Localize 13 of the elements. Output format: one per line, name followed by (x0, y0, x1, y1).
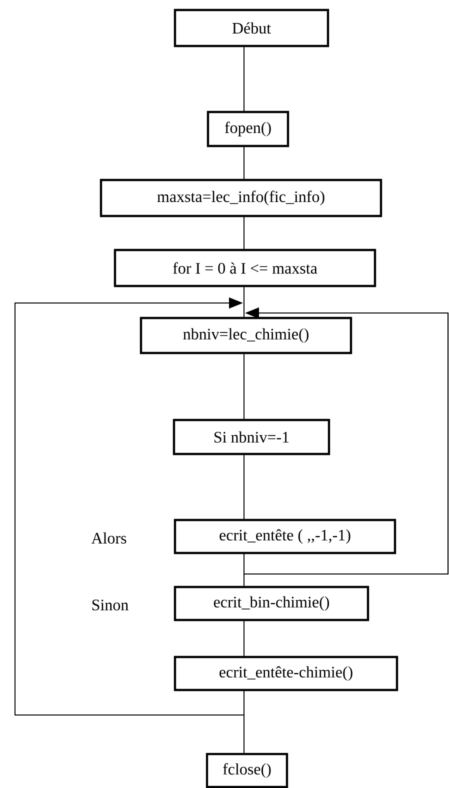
process-box: ecrit_bin-chimie() (174, 586, 370, 622)
process-box: fclose() (206, 752, 288, 788)
process-box: Début (174, 8, 330, 48)
process-box: for I = 0 à I <= maxsta (114, 248, 376, 288)
process-box: ecrit_entête-chimie() (174, 656, 398, 692)
process-box: ecrit_entête ( ,,-1,-1) (174, 518, 396, 554)
loop-arrow (14, 297, 244, 716)
process-box: nbniv=lec_chimie() (140, 316, 352, 354)
branch-label: Sinon (92, 600, 128, 610)
process-box: maxsta=lec_info(fic_info) (100, 178, 382, 218)
process-box: Si nbniv=-1 (172, 418, 330, 456)
process-box: fopen() (206, 110, 290, 148)
branch-label: Alors (91, 532, 126, 544)
